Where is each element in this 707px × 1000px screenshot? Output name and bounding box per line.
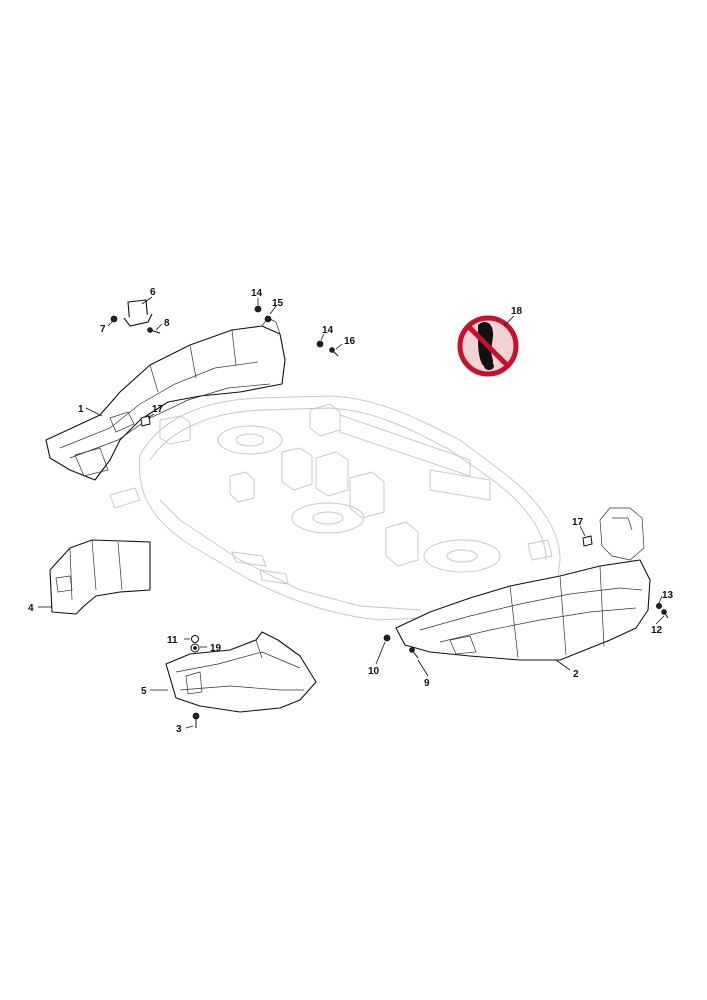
callout-10: 10 (368, 666, 380, 677)
callout-11: 11 (167, 635, 178, 646)
callout-1: 1 (78, 404, 84, 415)
callout-7: 7 (100, 324, 106, 335)
leader-lines (38, 296, 665, 729)
nut-14-top (254, 305, 262, 313)
nut-11 (191, 635, 199, 643)
hardware (110, 305, 669, 728)
callout-9: 9 (424, 678, 430, 689)
mower-deck (109, 395, 561, 621)
part-5-chute-cover (165, 631, 317, 713)
callout-2: 2 (573, 669, 579, 680)
clip-17-left (140, 415, 151, 427)
part-6-bracket (123, 299, 153, 327)
callout-14-top: 14 (251, 288, 263, 299)
washer-13 (656, 603, 663, 610)
callout-17-left: 17 (152, 404, 164, 415)
callout-17-right: 17 (572, 517, 584, 528)
callout-12: 12 (651, 625, 663, 636)
part-1-left-deflector (45, 317, 286, 481)
nut-10 (383, 634, 391, 642)
callout-18: 18 (511, 306, 523, 317)
callout-8: 8 (164, 318, 170, 329)
clip-17-right (582, 535, 593, 547)
callout-13: 13 (662, 590, 674, 601)
part-4-side-guard (49, 539, 151, 615)
callout-4: 4 (28, 603, 34, 614)
callout-15: 15 (272, 298, 284, 309)
washer-15 (264, 315, 272, 323)
callout-19: 19 (210, 643, 222, 654)
callout-5: 5 (141, 686, 147, 697)
callout-14-right: 14 (322, 325, 334, 336)
callout-16: 16 (344, 336, 356, 347)
callout-3: 3 (176, 724, 182, 735)
no-step-prohibition-icon (457, 315, 519, 377)
callout-labels: 1 2 3 4 5 6 7 8 9 10 11 12 13 14 14 15 1… (28, 287, 674, 735)
nut-14-right (316, 340, 324, 348)
part-2-right-deflector (395, 507, 651, 661)
nut-7 (110, 315, 118, 323)
callout-6: 6 (150, 287, 156, 298)
